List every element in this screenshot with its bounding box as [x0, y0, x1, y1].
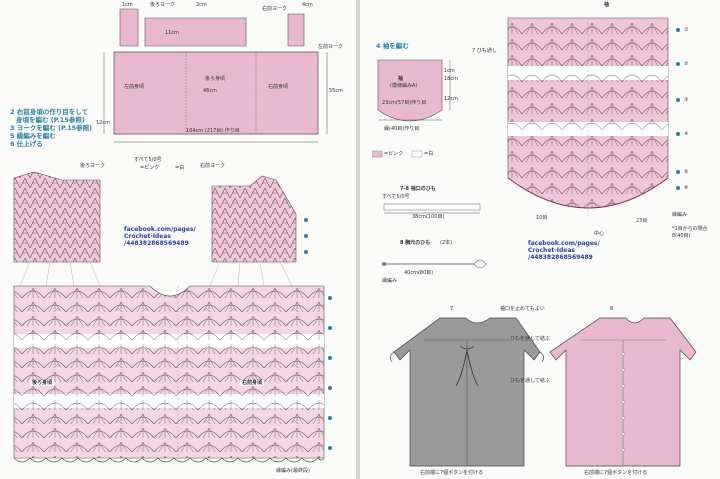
chart-row-4: ④ — [684, 131, 689, 137]
chart-row-5: ⑤ — [684, 169, 689, 175]
step-5: 5 縁編みを編む — [10, 132, 56, 140]
facebook-link-left[interactable]: facebook.com/pages/ Crochet-Ideas /44838… — [124, 226, 196, 247]
schematic-label: 左前ヨーク — [318, 44, 344, 50]
sleeve-schematic — [377, 59, 451, 122]
legend-gray-right: =白 — [424, 151, 434, 157]
step-2-cont: 身頃を編む (P.15参照) — [16, 116, 85, 124]
chart-note-2: 8(40目) — [672, 233, 691, 239]
detail-label-yoke-back: 後ろヨーク — [80, 163, 106, 169]
body-schematic — [103, 8, 328, 143]
chart-bottom-center: 中心 — [594, 231, 605, 237]
sleeve-dim-small: 1cm — [444, 68, 455, 74]
legend-pink: =ピンク — [140, 165, 160, 171]
schematic-dim: 11cm — [165, 30, 179, 36]
legend-gray: =白 — [175, 165, 185, 171]
tie2-diagram — [382, 259, 487, 269]
detail-label-yoke-right: 右前ヨーク — [200, 163, 226, 169]
pink-gown — [549, 317, 697, 467]
garment-illustrations — [390, 317, 697, 467]
step-2: 2 右前身頃の作り目をして — [10, 108, 89, 116]
chart-row-1: ① — [684, 27, 689, 33]
schematic-label: 後ろヨーク — [150, 2, 176, 8]
sleeve-dim-width: 23cm(57目)作り目 — [382, 100, 427, 106]
panel-back: 後ろ身頃 — [205, 76, 226, 82]
schematic-label: 右前ヨーク — [262, 6, 288, 12]
schematic-dim: 1cm — [122, 2, 133, 8]
detail-all-label: すべて5/0号 — [134, 157, 162, 163]
tie1-diagram — [383, 203, 481, 214]
panel-left-front: 左前身頃 — [124, 84, 145, 90]
sleeve-dim-12: 12cm — [444, 96, 458, 102]
tie2-sub: (2本) — [440, 240, 453, 246]
tie1-title: 7-8 袖口のひも — [400, 186, 436, 192]
gray-gown — [390, 317, 544, 467]
sleeve-sub: (模様編みA) — [390, 83, 418, 89]
schematic-dim: 55cm — [329, 88, 343, 94]
garment-8-num: 8 — [610, 306, 614, 312]
right-yoke-piece — [287, 13, 305, 47]
chart-note: *1目からの場合 — [672, 226, 708, 232]
chart-bottom-10: 10目 — [536, 215, 548, 221]
step-6: 6 仕上げる — [10, 140, 43, 148]
legend-pink-right: =ピンク — [384, 151, 404, 157]
garment-7-num: 7 — [450, 306, 454, 312]
chart-row-6: ⑥ — [684, 185, 689, 191]
tie2-length: 40cm(80目) — [404, 270, 434, 276]
schematic-dim: 4cm — [302, 2, 313, 8]
sleeve-crochet-chart — [507, 17, 680, 216]
step-3: 3 ヨークを編む (P.15参照) — [10, 124, 93, 132]
back-yoke-piece — [144, 17, 247, 47]
sleeve-shape — [377, 59, 443, 122]
tie-edge-label: 縁編み — [382, 278, 398, 284]
left-yoke-piece — [119, 8, 139, 47]
schematic-dim: 46cm — [203, 88, 217, 94]
tie1-sub: すべて5/0号 — [382, 194, 410, 200]
left-page: 1cm 後ろヨーク 2cm 右前ヨーク 4cm 11cm 左前ヨーク 左前身頃 … — [0, 0, 356, 479]
panel-right-front: 右前身頃 — [268, 84, 289, 90]
tie1-length: 38cm(100目) — [412, 214, 445, 220]
chart-row-3: ③ — [684, 97, 689, 103]
detail-back-body: 後ろ身頃 — [30, 380, 55, 386]
garment-bottom-8: 右前端に7個ボタンを付ける — [584, 470, 648, 476]
sleeve-label: 袖 — [398, 76, 404, 82]
back-yoke-chart — [13, 171, 101, 263]
garment-tie-note-2: ひもを通して結ぶ — [510, 378, 550, 384]
body-pattern-chart — [13, 285, 325, 459]
garment-bottom-7: 右前端に7個ボタンを付ける — [420, 470, 484, 476]
page-gutter — [356, 0, 360, 479]
facebook-link-right[interactable]: facebook.com/pages/ Crochet-Ideas /44838… — [528, 240, 600, 261]
hook-label: 7 ひも通し — [472, 48, 497, 54]
garment-tie-note: ひもを通して結ぶ — [510, 336, 550, 342]
detail-edge-bottom: 縁編み(最終段) — [276, 468, 310, 474]
chart-bottom-23: 23目 — [636, 218, 648, 224]
chart-row-2: ② — [684, 61, 689, 67]
schematic-dim: 12cm — [96, 120, 110, 126]
main-body-piece — [113, 51, 319, 135]
schematic-dim: 2cm — [196, 2, 207, 8]
right-yoke-chart — [211, 175, 297, 263]
schematic-dim: 104cm (217目) 作り目 — [186, 128, 240, 134]
sleeve-chart-title: 袖 — [604, 2, 610, 8]
sleeve-bottom: 縁(40目)作り目 — [384, 126, 420, 132]
chart-bottom-edge: 縁編み — [672, 212, 688, 218]
sleeve-dim-height: 18cm — [444, 76, 458, 82]
legend-swatches — [372, 150, 423, 158]
detail-right-body: 右前身頃 — [240, 380, 265, 386]
section-title-sleeve: 4 袖を編む — [376, 42, 409, 50]
tie2-title: 8 胸元のひも — [400, 240, 431, 246]
crochet-detail-chart — [13, 171, 332, 463]
garment-note-top: 袖口を止めてもよい — [500, 306, 545, 312]
right-page: 4 袖を編む 袖 (模様編みA) 23cm(57目)作り目 18cm 1cm 1… — [360, 0, 720, 479]
